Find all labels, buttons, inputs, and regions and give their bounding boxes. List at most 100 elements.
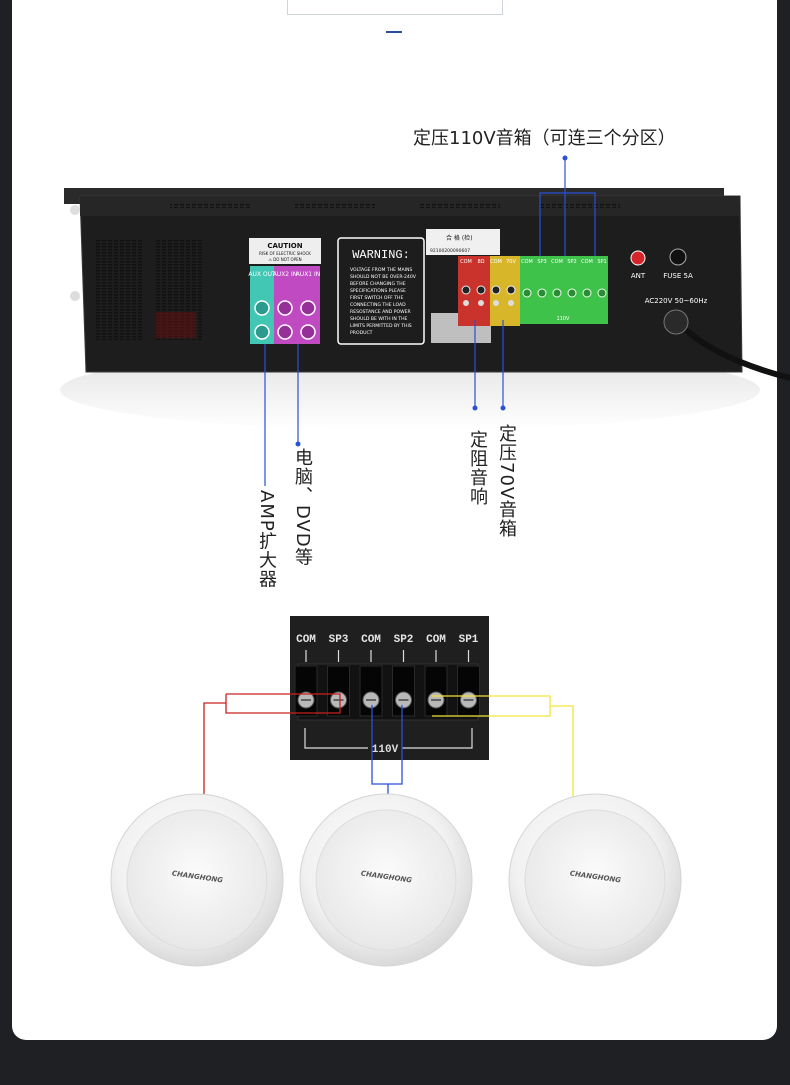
rca-jacks [254,300,316,340]
terminal-label: SP3 [537,259,546,265]
red-wire [203,702,226,800]
annotation-amp: AMP扩大器 [256,490,277,589]
warning-line: VOLTAGE FROM THE MAINS [350,267,412,273]
yellow-wire [550,705,574,802]
terminal-closeup-label: COM [296,634,316,646]
voltage-label: 110V [372,744,399,756]
rca-jack [300,300,316,316]
top-vent [540,203,620,208]
top-vent [295,203,375,208]
caution-label [249,238,321,264]
warning-line: SPECIFICATIONS PLEASE [350,288,406,294]
terminal-label: SP1 [597,259,606,265]
terminal-label: SP2 [567,259,576,265]
screw-terminal [552,288,562,298]
rca-jack [277,324,293,340]
caution-line1: RISK OF ELECTRIC SHOCK [259,251,311,256]
screw-terminal [506,285,516,295]
terminal-label: 8Ω [477,259,484,265]
leader-dot [500,405,506,411]
amplifier-rear-panel: CAUTION RISK OF ELECTRIC SHOCK ⚠ DO NOT … [60,188,790,430]
rack-hole [70,205,80,215]
fuse-label: FUSE 5A [663,272,693,280]
blue-wire-loop [371,705,403,785]
top-decorative-frame: · · · · · · · · · · · · · · · · · · · · … [287,0,503,15]
wires [203,693,574,802]
red-glow [156,312,196,338]
leader-dot [562,155,568,161]
screw-terminal [567,288,577,298]
top-vent [170,203,250,208]
qc-label: 合 格 (检) [446,234,473,242]
screw-terminal [478,300,484,306]
screw-terminal [461,285,471,295]
terminal-closeup-label: SP3 [329,634,349,646]
chassis-top [80,196,740,216]
warning-line: LIMITS PERMITTED BY THIS [350,323,412,329]
rca-jack [300,324,316,340]
terminal-strip [297,663,479,721]
red-yellow-terminal-labels: COM 8Ω COM 70V [460,259,516,306]
aux2-in-label: AUX2 IN [273,271,298,278]
voltage-label-bg [368,740,402,754]
fuse-holder [669,248,687,266]
red-wire-loop [225,693,341,714]
screw-terminal [597,288,607,298]
speaker-grille [524,809,666,951]
terminal-label: COM [551,259,563,265]
screw-terminal [491,285,501,295]
screw-terminal [522,288,532,298]
screw-terminal [463,300,469,306]
warning-line: FIRST SWITCH OFF THE [350,295,403,301]
leader-dots [295,155,568,447]
caution-line2: ⚠ DO NOT OPEN [268,257,301,262]
screw-terminal [493,300,499,306]
power-cord [684,327,790,381]
green-terminal-block [520,256,608,324]
speaker-grille [315,809,457,951]
terminal-label: COM [460,259,472,265]
screw-terminal [537,288,547,298]
terminal-closeup-label: COM [426,634,446,646]
warning-box [337,237,425,345]
terminal-screws [294,665,480,717]
terminal-label: COM [490,259,502,265]
terminal-label: COM [581,259,593,265]
side-vent [96,240,142,340]
warning-line: SHOULD BE WITH IN THE [350,316,408,322]
annotation-top: 定压110V音箱（可连三个分区） [413,128,676,149]
terminal-closeup-label: COM [361,634,381,646]
rca-jack [277,300,293,316]
rack-hole [70,291,80,301]
leader-top-bracket [539,192,596,256]
screw-terminal [508,300,514,306]
terminal-closeup-label: SP2 [394,634,414,646]
annotation-fixed-impedance: 定阻音响 [467,430,488,506]
speaker-grille [126,809,268,951]
warning-line: CONNECTING THE LOAD [350,302,406,308]
leader-lines [264,158,596,486]
screw-terminal [476,285,486,295]
ant-connector [630,250,646,266]
annotation-fixed-70v: 定压70V音箱 [496,424,517,539]
screw-terminal [582,288,592,298]
caution-title: CAUTION [267,242,302,250]
leader-dot [295,441,301,447]
rca-jack [254,324,270,340]
accent-bar [386,31,402,33]
warning-line: RESOSTANCE AND POWER [350,309,412,315]
rca-jack [254,300,270,316]
leader-dot [472,405,478,411]
ant-label: ANT [631,272,646,280]
qc-code: 92100200090607 [430,248,470,254]
terminal-label: 70V [506,259,516,265]
aux-out-label: AUX OUT [248,271,276,278]
warning-title: WARNING: [352,248,410,262]
warning-line: SHOULD NOT BE OVER-240V [350,274,417,280]
green-block-voltage: 110V [557,316,571,322]
